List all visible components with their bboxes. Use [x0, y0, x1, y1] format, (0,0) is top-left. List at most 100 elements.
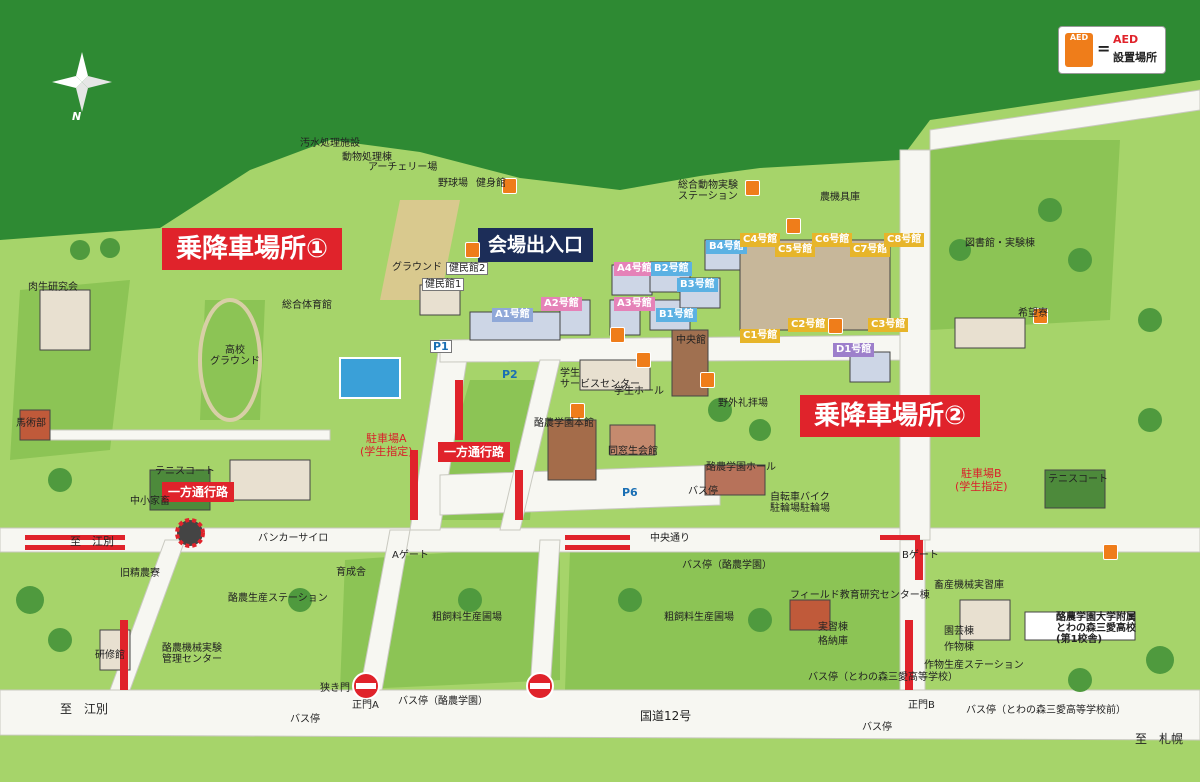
- bldg-sogo: [229, 459, 311, 501]
- student-hall: 学生ホール: [614, 386, 664, 397]
- aed-icon: [636, 352, 651, 368]
- hall-c5: C5号館: [775, 243, 816, 257]
- bldg-honkan: [547, 419, 597, 481]
- hall-b2: B2号館: [651, 262, 692, 276]
- practice-building: 実習棟: [818, 622, 848, 633]
- road-west-upper: [49, 429, 331, 441]
- motorbike-parking: バイク 駐輪場: [800, 492, 830, 514]
- forage-field-2: 粗飼料生産圃場: [664, 612, 734, 623]
- bus-stop-p6: バス停: [688, 486, 718, 497]
- aed-icon: [1033, 308, 1048, 324]
- small-livestock: 中小家畜: [130, 496, 170, 507]
- main-ground: [380, 200, 460, 300]
- one-way-road-2: 一方通行路: [162, 482, 235, 502]
- machinery-center: 酪農機械実験 管理センター: [162, 643, 222, 665]
- national-route-12: [0, 689, 1200, 741]
- aed-legend: AED = AED 設置場所: [1058, 26, 1166, 74]
- hall-a3: A3号館: [614, 297, 655, 311]
- no-entry-signs: [352, 672, 554, 700]
- bicycle-parking: 自転車 駐輪場: [770, 492, 800, 514]
- rakuno-gakuen-hall: 酪農学園ホール: [706, 462, 776, 473]
- parking-p6: P6: [622, 486, 638, 499]
- student-service-center: 学生 サービスセンター: [560, 368, 640, 390]
- main-gate-b: 正門B: [908, 700, 935, 711]
- bldg-cattle: [39, 289, 91, 351]
- parking-p1: P1: [430, 340, 452, 353]
- venue-entrance: 会場出入口: [478, 228, 594, 262]
- bldg-d1: [849, 351, 891, 383]
- hall-c8: C8号館: [884, 233, 925, 247]
- hs-ground-track: [198, 298, 262, 422]
- central-street-label: 中央通り: [650, 533, 690, 544]
- hall-a4: A4号館: [614, 262, 655, 276]
- hall-c3: C3号館: [868, 318, 909, 332]
- legend-line1: AED: [1113, 33, 1139, 46]
- dairy-production-station: 酪農生産ステーション: [228, 593, 328, 604]
- hall-a2: A2号館: [541, 297, 582, 311]
- hall-c6: C6号館: [812, 233, 853, 247]
- road-to-ebetsu-north: 至 江別: [70, 535, 114, 548]
- bldg-field-center: [789, 599, 831, 631]
- aed-icon: [828, 318, 843, 334]
- old-seinou-dorm: 旧精農寮: [120, 568, 160, 579]
- rearing-barn: 育成舎: [336, 567, 366, 578]
- towa-high-school: 酪農学園大学附属 とわの森三愛高校 (第1校舎): [1056, 612, 1136, 645]
- road-north-east: [929, 89, 1200, 151]
- bus-stop-west: バス停: [290, 714, 320, 725]
- sogo-gym-label: 総合体育館: [282, 300, 332, 311]
- field-east: [930, 140, 1120, 330]
- a-gate: Aゲート: [392, 550, 429, 561]
- kenmin2-label: 健民館2: [446, 262, 489, 275]
- aed-icon: [700, 372, 715, 388]
- route-12-label: 国道12号: [640, 709, 692, 723]
- horse-club: 馬術部: [16, 418, 46, 429]
- pond: [339, 357, 401, 399]
- animal-lab-station: 総合動物実験 ステーション: [678, 180, 738, 202]
- bus-stop-towa: バス停（とわの森三愛高等学校）: [808, 672, 958, 683]
- farm-equipment-shed: 農機具庫: [820, 192, 860, 203]
- bus-stop-towa-front: バス停（とわの森三愛高等学校前）: [966, 705, 1126, 716]
- horticulture-building: 園芸棟: [944, 626, 974, 637]
- road-to-sapporo: 至 札幌: [1135, 732, 1184, 746]
- legend-equals: =: [1097, 39, 1111, 58]
- kibo-dorm: 希望寮: [1018, 308, 1048, 319]
- trees: [16, 198, 1174, 692]
- bus-stop-central: バス停（酪農学園）: [682, 560, 772, 571]
- hall-c4: C4号館: [740, 233, 781, 247]
- parking-b: 駐車場B(学生指定): [955, 467, 1008, 493]
- livestock-machinery-shed: 畜産機械実習庫: [934, 580, 1004, 591]
- forage-field-1: 粗飼料生産圃場: [432, 612, 502, 623]
- hall-c2: C2号館: [788, 318, 829, 332]
- storage-building: 格納庫: [818, 636, 848, 647]
- one-way-road-1: 一方通行路: [438, 442, 511, 462]
- field-center: フィールド教育研究センター棟: [790, 590, 930, 601]
- cattle-research: 肉牛研究会: [28, 282, 78, 293]
- aed-icon: [786, 218, 801, 234]
- hall-b1: B1号館: [656, 308, 697, 322]
- hall-c7: C7号館: [850, 243, 891, 257]
- hall-b3: B3号館: [677, 278, 718, 292]
- aed-icon: [502, 178, 517, 194]
- animal-processing: 動物処理棟: [342, 152, 392, 163]
- bldg-school: [1024, 611, 1136, 641]
- compass-north-label: N: [72, 110, 82, 123]
- parking-p2: P2: [502, 368, 518, 381]
- hall-a1: A1号館: [492, 308, 533, 322]
- bunker-silo-label: バンカーサイロ: [258, 533, 329, 544]
- aed-icon: [610, 327, 625, 343]
- crop-production-station: 作物生産ステーション: [924, 660, 1024, 671]
- aed-icon: [570, 403, 585, 419]
- ground-label: グラウンド: [392, 262, 442, 273]
- hall-c1: C1号館: [740, 329, 781, 343]
- library-lab: 図書館・実験棟: [965, 238, 1035, 249]
- archery-range: アーチェリー場: [368, 162, 438, 173]
- bldg-kibo: [954, 317, 1026, 349]
- bldg-dosokai: [609, 424, 656, 456]
- sewage-facility: 汚水処理施設: [300, 138, 360, 149]
- chuo-hall: 中央館: [676, 335, 706, 346]
- kenshin-hall: 健身館: [476, 178, 506, 189]
- b-gate: Bゲート: [902, 550, 939, 561]
- road-to-ebetsu-south: 至 江別: [60, 702, 109, 716]
- bus-stop-east: バス停: [862, 722, 892, 733]
- alumni-hall: 同窓生会館: [608, 446, 658, 457]
